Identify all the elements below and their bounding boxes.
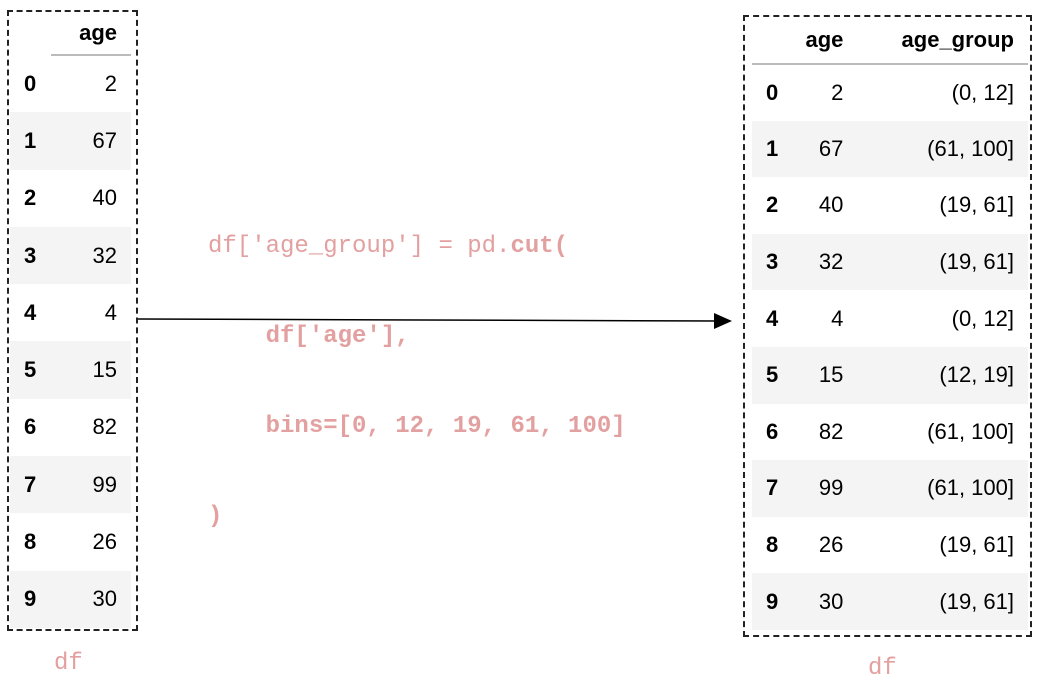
age-cell: 67 bbox=[92, 127, 117, 153]
age-cell: 82 bbox=[818, 418, 844, 444]
row-index: 2 bbox=[24, 185, 37, 211]
row-index: 3 bbox=[766, 249, 779, 275]
row-index: 1 bbox=[24, 127, 37, 153]
code-snippet: df['age_group'] = pd.cut( df['age'], bin… bbox=[208, 172, 626, 562]
table-row: 7 99 bbox=[10, 456, 131, 514]
age-column-header: age bbox=[50, 12, 131, 56]
age-cell: 2 bbox=[831, 79, 844, 105]
row-index: 9 bbox=[24, 586, 37, 612]
age-cell: 40 bbox=[818, 192, 844, 218]
age-group-cell: (19, 61] bbox=[939, 249, 1014, 275]
row-index: 4 bbox=[766, 305, 779, 331]
age-column-header: age bbox=[787, 17, 858, 65]
row-index: 7 bbox=[24, 471, 37, 497]
row-index: 0 bbox=[766, 79, 779, 105]
row-index: 3 bbox=[24, 242, 37, 268]
age-group-cell: (19, 61] bbox=[939, 192, 1014, 218]
table-row: 6 82 bbox=[10, 398, 131, 457]
age-cell: 40 bbox=[92, 185, 117, 211]
row-index: 6 bbox=[24, 414, 37, 440]
right-dataframe-frame bbox=[743, 15, 1032, 637]
age-cell: 26 bbox=[818, 532, 844, 558]
row-index: 4 bbox=[24, 299, 37, 325]
table-row: 6 82 (61, 100] bbox=[752, 403, 1028, 461]
age-cell: 82 bbox=[92, 414, 117, 440]
table-row: 3 32 (19, 61] bbox=[752, 233, 1028, 291]
age-cell: 4 bbox=[104, 299, 117, 325]
code-line-2: df['age'], bbox=[208, 323, 410, 350]
code-line-1: df['age_group'] = pd.cut( bbox=[208, 232, 626, 262]
table-row: 8 26 bbox=[10, 513, 131, 571]
row-index: 7 bbox=[766, 475, 779, 501]
table-row: 4 4 (0, 12] bbox=[752, 290, 1028, 347]
age-group-cell: (0, 12] bbox=[951, 305, 1014, 331]
row-index: 8 bbox=[766, 532, 779, 558]
age-group-cell: (61, 100] bbox=[927, 135, 1014, 161]
table-row: 7 99 (61, 100] bbox=[752, 460, 1028, 517]
age-cell: 15 bbox=[818, 362, 844, 388]
right-dataframe-label: df bbox=[868, 655, 897, 682]
age-cell: 2 bbox=[104, 71, 117, 97]
age-cell: 32 bbox=[92, 242, 117, 268]
age-cell: 4 bbox=[831, 305, 844, 331]
age-group-column-header: age_group bbox=[857, 17, 1028, 65]
age-cell: 32 bbox=[818, 249, 844, 275]
age-group-cell: (19, 61] bbox=[939, 588, 1014, 614]
row-index: 9 bbox=[766, 588, 779, 614]
header-row: age age_group bbox=[752, 17, 1028, 65]
age-cell: 15 bbox=[92, 357, 117, 383]
code-line-4: ) bbox=[208, 503, 223, 530]
row-index: 8 bbox=[24, 529, 37, 555]
table-row: 2 40 bbox=[10, 169, 131, 227]
table-row: 1 67 (61, 100] bbox=[752, 120, 1028, 178]
table-row: 3 32 bbox=[10, 226, 131, 285]
row-index: 0 bbox=[24, 70, 37, 96]
age-cell: 99 bbox=[92, 471, 117, 497]
table-row: 9 30 bbox=[10, 570, 131, 628]
age-cell: 30 bbox=[818, 588, 844, 614]
age-group-cell: (0, 12] bbox=[951, 79, 1014, 105]
header-row: age bbox=[10, 12, 131, 56]
age-group-cell: (12, 19] bbox=[939, 362, 1014, 388]
age-cell: 30 bbox=[92, 586, 117, 612]
table-row: 9 30 (19, 61] bbox=[752, 573, 1028, 630]
code-line-3: bins=[0, 12, 19, 61, 100] bbox=[208, 413, 626, 440]
left-dataframe-label: df bbox=[54, 650, 83, 677]
row-index: 1 bbox=[766, 135, 779, 161]
table-row: 0 2 (0, 12] bbox=[752, 64, 1028, 121]
row-index: 6 bbox=[766, 418, 779, 444]
age-group-cell: (61, 100] bbox=[927, 475, 1014, 501]
age-group-cell: (61, 100] bbox=[927, 418, 1014, 444]
left-dataframe-frame bbox=[7, 10, 138, 631]
row-index: 5 bbox=[766, 362, 779, 388]
row-index: 2 bbox=[766, 192, 779, 218]
age-cell: 26 bbox=[92, 529, 117, 555]
age-cell: 99 bbox=[818, 475, 844, 501]
row-index: 5 bbox=[24, 357, 37, 383]
age-cell: 67 bbox=[818, 135, 844, 161]
table-row: 2 40 (19, 61] bbox=[752, 177, 1028, 234]
code-assignment: df['age_group'] = pd. bbox=[208, 233, 511, 260]
code-function: cut( bbox=[510, 233, 569, 260]
table-row: 1 67 bbox=[10, 112, 131, 170]
index-header bbox=[752, 17, 788, 65]
age-group-cell: (19, 61] bbox=[939, 532, 1014, 558]
table-row: 5 15 bbox=[10, 341, 131, 399]
table-row: 5 15 (12, 19] bbox=[752, 346, 1028, 404]
table-row: 8 26 (19, 61] bbox=[752, 516, 1028, 574]
